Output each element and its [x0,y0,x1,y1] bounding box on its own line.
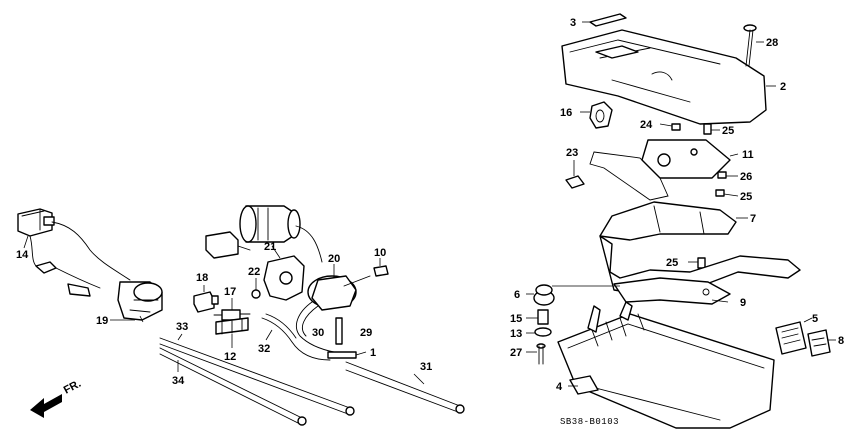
callout-23: 23 [566,147,578,159]
part-29-pipe [335,317,343,345]
part-18-valve [193,285,219,313]
part-20-diaphragm [307,264,371,311]
callout-6: 6 [514,289,520,301]
callout-3: 3 [570,17,576,29]
part-14-connector [17,208,131,297]
callout-27: 27 [510,347,522,359]
part-34-tube [159,347,307,426]
part-11-bracket [589,139,739,201]
callout-25c: 25 [666,257,678,269]
callout-13: 13 [510,328,522,340]
part-3-strip [582,13,627,27]
part-5-clip [775,317,813,355]
part-10-fitting [373,258,389,277]
part-25-bolt-a [703,123,720,135]
callout-14: 14 [16,249,29,261]
part-6-mount [526,284,620,306]
callout-15: 15 [510,313,522,325]
part-30-tube [296,301,335,353]
callout-11: 11 [742,149,754,161]
callout-1: 1 [370,347,376,359]
diagram-code: SB38-B0103 [560,417,619,427]
callout-19: 19 [96,315,108,327]
part-17-valve [213,298,251,321]
front-indicator-label: FR. [62,378,83,397]
callout-7: 7 [750,213,756,225]
callout-20: 20 [328,253,340,265]
callout-8: 8 [838,335,844,347]
callout-17: 17 [224,286,236,298]
front-direction-arrow: FR. [30,378,83,418]
part-26-screw [717,171,738,179]
part-28-screw [743,24,764,67]
callout-5: 5 [812,313,818,325]
part-13-washer [526,327,552,337]
part-12-clip [215,317,249,348]
part-23-bolt [565,160,585,189]
part-4-tray [557,301,775,429]
part-25-bolt-b [715,189,739,197]
callout-2: 2 [780,81,786,93]
part-21-solenoid [205,205,323,301]
part-16-grommet [580,101,613,129]
part-8-clip [807,329,836,357]
callout-18: 18 [196,272,208,284]
part-33-tube [159,333,355,416]
part-1-joint [327,351,367,359]
callout-21: 21 [264,241,276,253]
callout-16: 16 [560,107,572,119]
part-15-spacer [526,309,549,325]
callout-34: 34 [172,375,185,387]
part-25-bolt-c [688,257,706,269]
callout-10: 10 [374,247,386,259]
part-2-cover [561,29,776,125]
part-7-bracket [599,201,801,295]
callout-31: 31 [420,361,432,373]
callout-9: 9 [740,297,746,309]
callout-30: 30 [312,327,324,339]
callout-25b: 25 [740,191,752,203]
callout-26: 26 [740,171,752,183]
callout-33: 33 [176,321,188,333]
callout-4: 4 [556,381,563,393]
part-32-tube [261,313,331,361]
callout-29: 29 [360,327,372,339]
callout-22: 22 [248,266,260,278]
callout-28: 28 [766,37,778,49]
callout-12: 12 [224,351,236,363]
callout-25a: 25 [722,125,734,137]
part-19-bracket [110,281,163,323]
part-27-bolt [526,343,546,365]
part-24-bolt [659,123,681,131]
part-31-tube [345,361,465,414]
callout-24: 24 [640,119,653,131]
callout-32: 32 [258,343,270,355]
part-9-bracket [613,277,731,305]
part-22-nut [251,278,261,299]
